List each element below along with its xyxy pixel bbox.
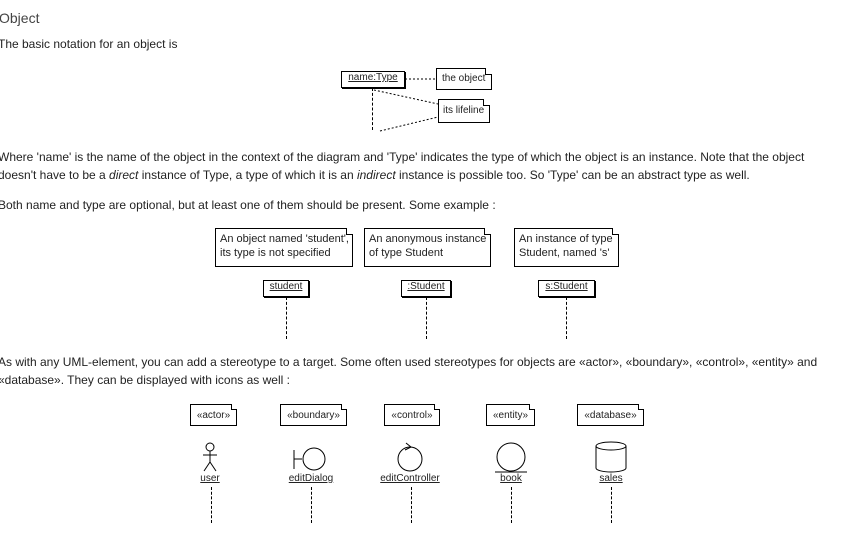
object-label: student	[269, 281, 303, 292]
object-box: name:Type	[341, 71, 405, 88]
icon-label-book: book	[500, 473, 522, 484]
stereotype-label: «entity»	[492, 410, 529, 421]
example-note-named-s: An instance of type Student, named 's'	[514, 228, 619, 267]
object-label: :Student	[407, 281, 445, 292]
icon-label-editdialog: editDialog	[288, 473, 334, 484]
control-icon	[397, 442, 423, 472]
stereotype-actor: «actor»	[190, 404, 237, 426]
paragraph-type-explanation: Where 'name' is the name of the object i…	[0, 148, 804, 184]
stereotype-control: «control»	[384, 404, 440, 426]
icon-label-editcontroller: editController	[380, 473, 440, 484]
emphasis-direct: direct	[109, 168, 139, 182]
stereotype-label: «actor»	[196, 410, 231, 421]
example-note-student: An object named 'student', its type is n…	[215, 228, 353, 267]
intro-text: The basic notation for an object is	[0, 37, 178, 51]
entity-icon	[495, 442, 527, 473]
object-label: s:Student	[545, 281, 588, 292]
lifeline	[611, 487, 612, 523]
stereotype-entity: «entity»	[486, 404, 535, 426]
text-fragment: instance is possible too. So 'Type' can …	[395, 168, 750, 182]
note-line: An anonymous instance	[369, 233, 487, 245]
stereotype-boundary: «boundary»	[280, 404, 347, 426]
emphasis-indirect: indirect	[356, 168, 396, 182]
note-line: An instance of type	[519, 233, 613, 245]
lifeline	[411, 487, 412, 523]
lifeline	[426, 297, 427, 339]
note-the-object-text: the object	[442, 73, 486, 84]
lifeline	[211, 487, 212, 523]
paragraph-line: Where 'name' is the name of the object i…	[0, 150, 805, 164]
object-box-student: student	[263, 280, 309, 297]
paragraph-line: doesn't have to be a direct instance of …	[0, 166, 804, 184]
stereotype-database: «database»	[577, 404, 644, 426]
stereotype-label: «control»	[391, 410, 433, 421]
lifeline	[511, 487, 512, 523]
paragraph-stereotypes: As with any UML-element, you can add a s…	[0, 353, 817, 389]
stereotype-label: «database»	[584, 410, 637, 421]
example-note-anonymous: An anonymous instance of type Student	[364, 228, 491, 267]
page-title: Object	[0, 10, 40, 26]
note-line: its type is not specified	[220, 247, 331, 259]
object-lifeline	[372, 88, 373, 130]
lifeline	[311, 487, 312, 523]
stereotype-label: «boundary»	[287, 410, 340, 421]
object-box-s-student: s:Student	[538, 280, 595, 297]
icon-label-user: user	[200, 473, 220, 484]
text-fragment: doesn't have to be a	[0, 168, 110, 182]
object-box-anon-student: :Student	[401, 280, 451, 297]
note-line: An object named 'student',	[220, 233, 349, 245]
note-line: Student, named 's'	[519, 247, 610, 259]
note-line: of type Student	[369, 247, 443, 259]
text-fragment: instance of Type, a type of which it is …	[138, 168, 357, 182]
note-its-lifeline-text: its lifeline	[443, 105, 485, 116]
paragraph-optional: Both name and type are optional, but at …	[0, 198, 496, 212]
icon-label-sales: sales	[599, 473, 623, 484]
note-the-object: the object	[436, 68, 492, 90]
paragraph-line: «database». They can be displayed with i…	[0, 373, 290, 387]
lifeline	[566, 297, 567, 339]
database-icon	[595, 441, 627, 473]
actor-icon	[203, 442, 217, 472]
object-label: name:Type	[348, 72, 398, 83]
lifeline	[286, 297, 287, 339]
boundary-icon	[293, 447, 326, 471]
paragraph-line: As with any UML-element, you can add a s…	[0, 355, 818, 369]
note-its-lifeline: its lifeline	[438, 99, 490, 123]
